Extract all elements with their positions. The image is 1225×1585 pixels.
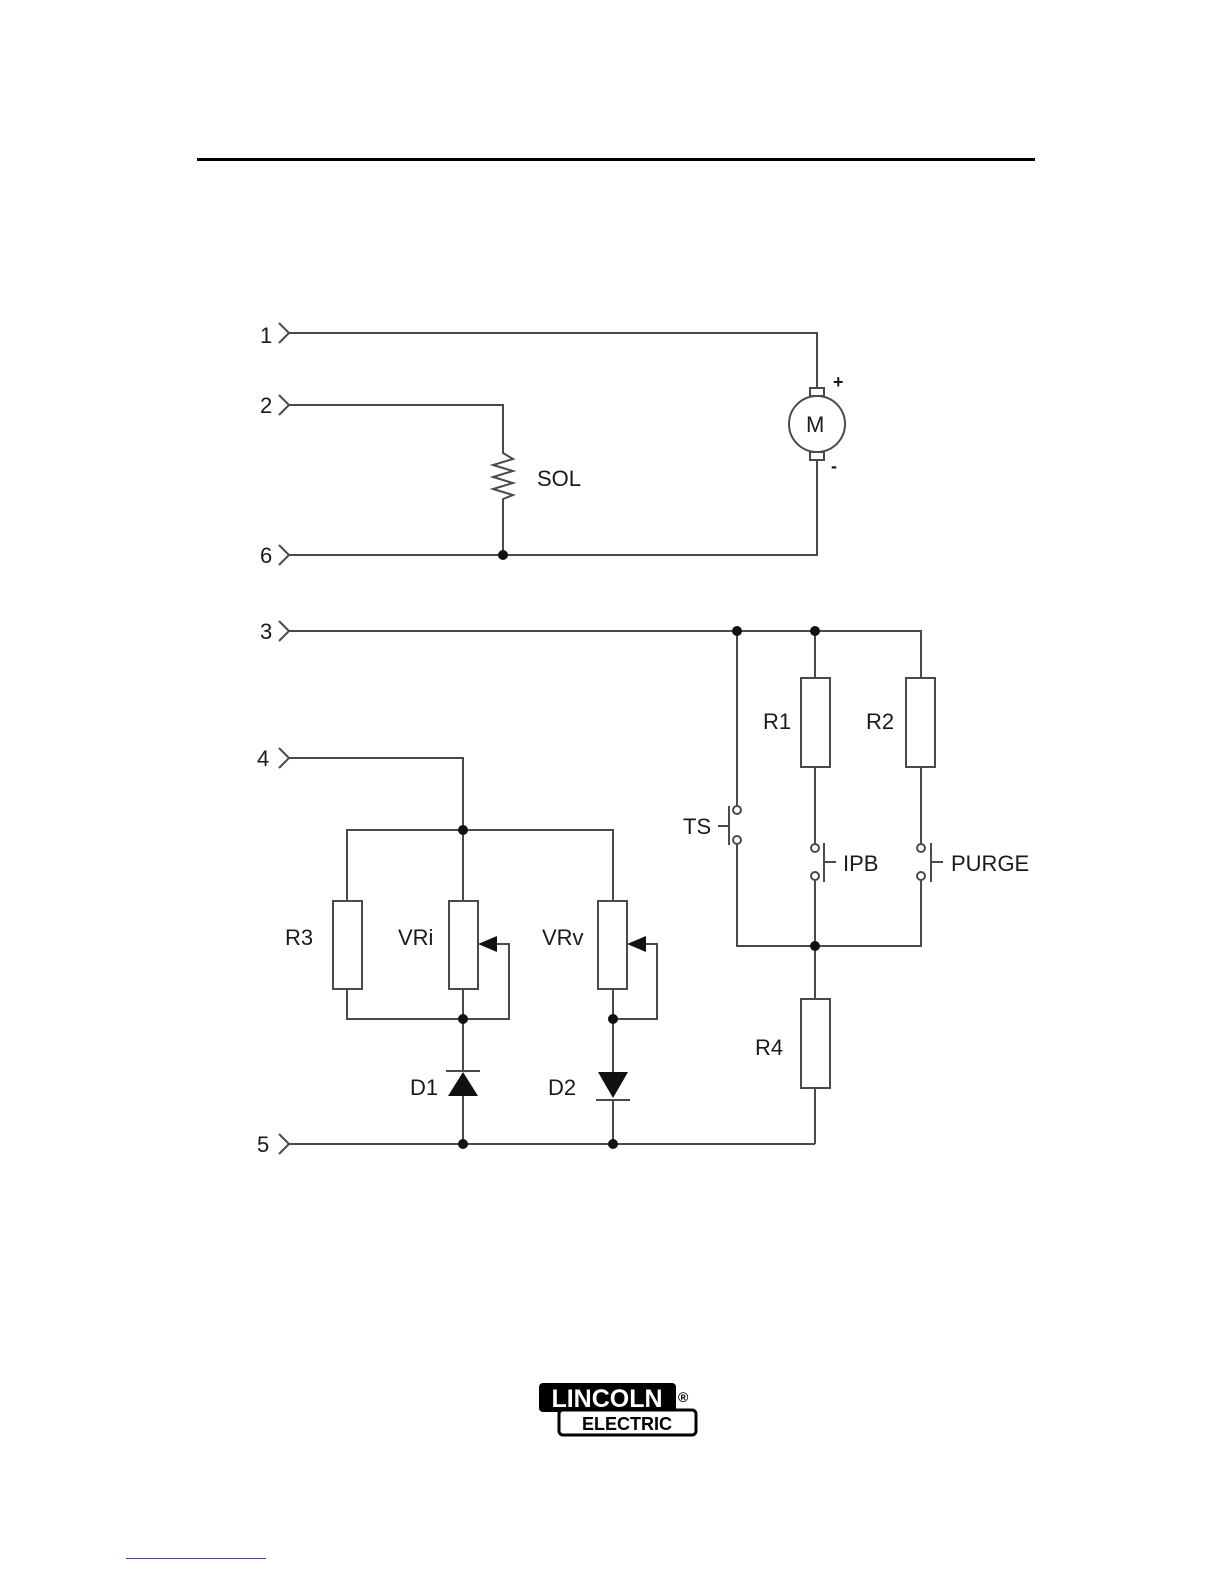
- svg-text:-: -: [831, 456, 837, 476]
- svg-text:VRv: VRv: [542, 925, 584, 950]
- svg-text:PURGE: PURGE: [951, 851, 1029, 876]
- terminal-2: 2: [260, 393, 289, 418]
- terminal-5: 5: [257, 1132, 289, 1157]
- svg-text:2: 2: [260, 393, 272, 418]
- lincoln-electric-logo: LINCOLN ELECTRIC ®: [539, 1383, 696, 1435]
- svg-text:R1: R1: [763, 709, 791, 734]
- svg-text:+: +: [833, 372, 844, 392]
- junction-node: [458, 1139, 468, 1149]
- svg-text:3: 3: [260, 619, 272, 644]
- junction-node: [608, 1139, 618, 1149]
- junction-node: [458, 1014, 468, 1024]
- svg-text:VRi: VRi: [398, 925, 433, 950]
- switch-purge: PURGE: [917, 843, 1029, 882]
- potentiometer-vrv: VRv: [542, 901, 646, 989]
- diode-d1: D1: [410, 1071, 480, 1100]
- resistor-r2: R2: [866, 678, 935, 767]
- svg-text:D1: D1: [410, 1075, 438, 1100]
- solenoid-coil: SOL: [493, 448, 581, 502]
- resistor-r1: R1: [763, 678, 830, 767]
- diode-d2: D2: [548, 1072, 630, 1100]
- switch-ipb: IPB: [811, 843, 878, 882]
- junction-node: [608, 1014, 618, 1024]
- svg-text:4: 4: [257, 746, 269, 771]
- svg-text:TS: TS: [683, 814, 711, 839]
- svg-text:SOL: SOL: [537, 466, 581, 491]
- svg-text:R3: R3: [285, 925, 313, 950]
- junction-node: [498, 550, 508, 560]
- svg-text:R4: R4: [755, 1035, 783, 1060]
- top-wires: [289, 333, 817, 555]
- junction-node: [732, 626, 742, 636]
- svg-text:D2: D2: [548, 1075, 576, 1100]
- terminal-3: 3: [260, 619, 289, 644]
- terminal-4: 4: [257, 746, 289, 771]
- svg-text:5: 5: [257, 1132, 269, 1157]
- terminal-6: 6: [260, 543, 289, 568]
- svg-text:M: M: [806, 412, 824, 437]
- resistor-r3: R3: [285, 901, 362, 989]
- svg-text:6: 6: [260, 543, 272, 568]
- switch-ts: TS: [683, 806, 741, 845]
- junction-node: [810, 941, 820, 951]
- bottom-link-underline: [126, 1558, 266, 1559]
- motor: M + -: [789, 372, 845, 476]
- svg-text:ELECTRIC: ELECTRIC: [582, 1414, 672, 1434]
- junction-node: [458, 825, 468, 835]
- junction-node: [810, 626, 820, 636]
- resistor-r4: R4: [755, 999, 830, 1088]
- potentiometer-vri: VRi: [398, 901, 497, 989]
- svg-text:1: 1: [260, 323, 272, 348]
- svg-text:®: ®: [678, 1389, 689, 1405]
- svg-text:R2: R2: [866, 709, 894, 734]
- svg-text:IPB: IPB: [843, 851, 878, 876]
- terminal-1: 1: [260, 323, 289, 348]
